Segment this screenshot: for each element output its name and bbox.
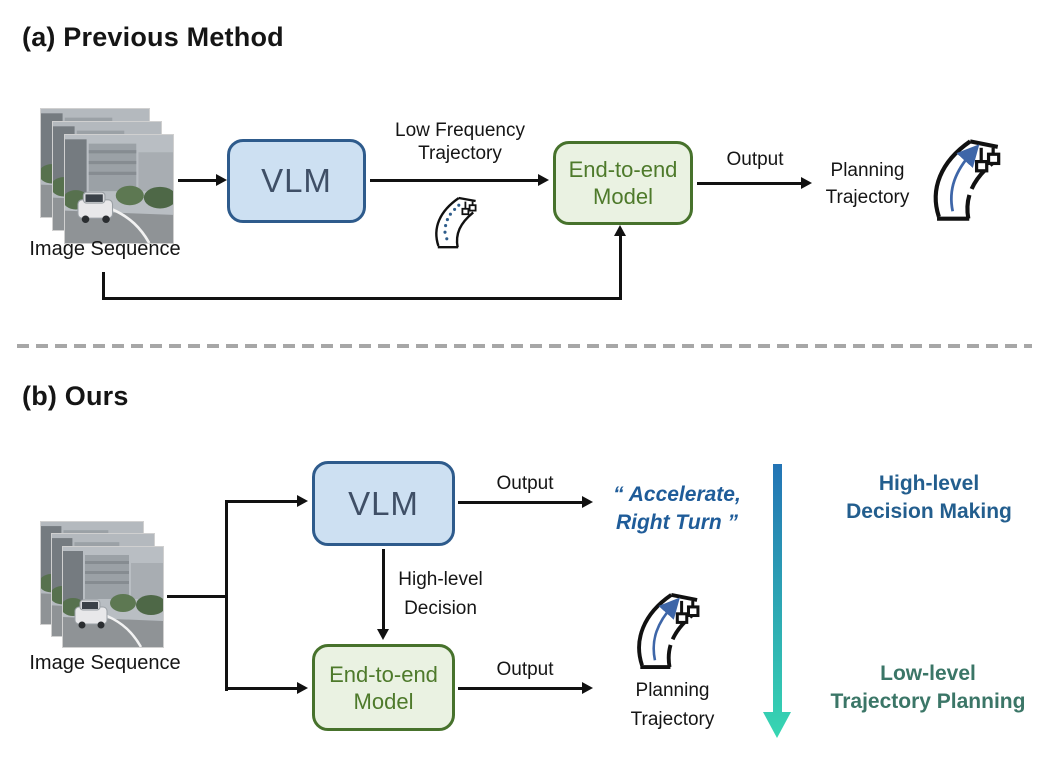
e2e-output-label-b: Output [496, 659, 554, 680]
end-to-end-box-a-label: End-to-end Model [568, 157, 678, 209]
image-sequence-label-a: Image Sequence [29, 238, 181, 260]
vlm-decision-text: “ Accelerate, Right Turn ” [613, 483, 741, 534]
arrowhead [582, 682, 593, 694]
arrowhead [538, 174, 549, 186]
arrowhead [297, 495, 308, 507]
arrowhead [582, 496, 593, 508]
section-b-title: (b) Ours [22, 381, 129, 411]
line-images-to-branch [167, 595, 228, 598]
legend-low-level: Low-level Trajectory Planning [830, 662, 1026, 713]
planning-trajectory-label-a: Planning Trajectory [825, 160, 910, 208]
image-sequence-label-b: Image Sequence [29, 652, 181, 674]
street-scene-graphic [63, 547, 163, 647]
arrow-vlm-to-e2e-b [382, 549, 385, 630]
street-photo-front [62, 546, 164, 648]
arrow-vlm-to-e2e-a [370, 179, 540, 182]
section-divider [17, 344, 1032, 348]
low-frequency-trajectory-label: Low Frequency Trajectory [395, 120, 525, 164]
arrowhead [377, 629, 389, 640]
arrow-e2e-to-planning-b [458, 687, 584, 690]
high-level-decision-label: High-level Decision [398, 569, 483, 619]
output-label-a: Output [726, 149, 784, 170]
arrowhead [297, 682, 308, 694]
feedback-line-horizontal [102, 297, 622, 300]
branch-vertical-line [225, 500, 228, 691]
street-photo-front [64, 134, 174, 244]
feedback-line-vertical-right [619, 234, 622, 300]
street-scene-graphic [65, 135, 173, 243]
arrow-branch-to-vlm-b [225, 500, 299, 503]
road-arrow-trajectory-icon-a [926, 133, 1018, 227]
arrowhead [801, 177, 812, 189]
vlm-box-a-label: VLM [261, 162, 332, 199]
end-to-end-box-a: End-to-end Model [553, 141, 693, 225]
arrow-branch-to-e2e-b [225, 687, 299, 690]
section-a-title: (a) Previous Method [22, 22, 284, 52]
road-dotted-trajectory-icon [430, 191, 490, 253]
end-to-end-box-b: End-to-end Model [312, 644, 455, 731]
end-to-end-box-b-label: End-to-end Model [329, 661, 438, 714]
vlm-box-b: VLM [312, 461, 455, 546]
feedback-line-vertical-left [102, 272, 105, 300]
arrow-vlm-to-text-b [458, 501, 584, 504]
arrow-e2e-to-planning-a [697, 182, 803, 185]
arrowhead [216, 174, 227, 186]
arrowhead [614, 225, 626, 236]
vlm-box-b-label: VLM [348, 484, 419, 522]
flow-gradient-arrow [756, 462, 798, 740]
vlm-box-a: VLM [227, 139, 366, 223]
planning-trajectory-label-b: Planning Trajectory [630, 680, 715, 730]
legend-high-level: High-level Decision Making [846, 472, 1012, 523]
arrow-images-to-vlm-a [178, 179, 220, 182]
vlm-output-label-b: Output [496, 473, 554, 494]
road-arrow-trajectory-icon-b [628, 588, 718, 674]
